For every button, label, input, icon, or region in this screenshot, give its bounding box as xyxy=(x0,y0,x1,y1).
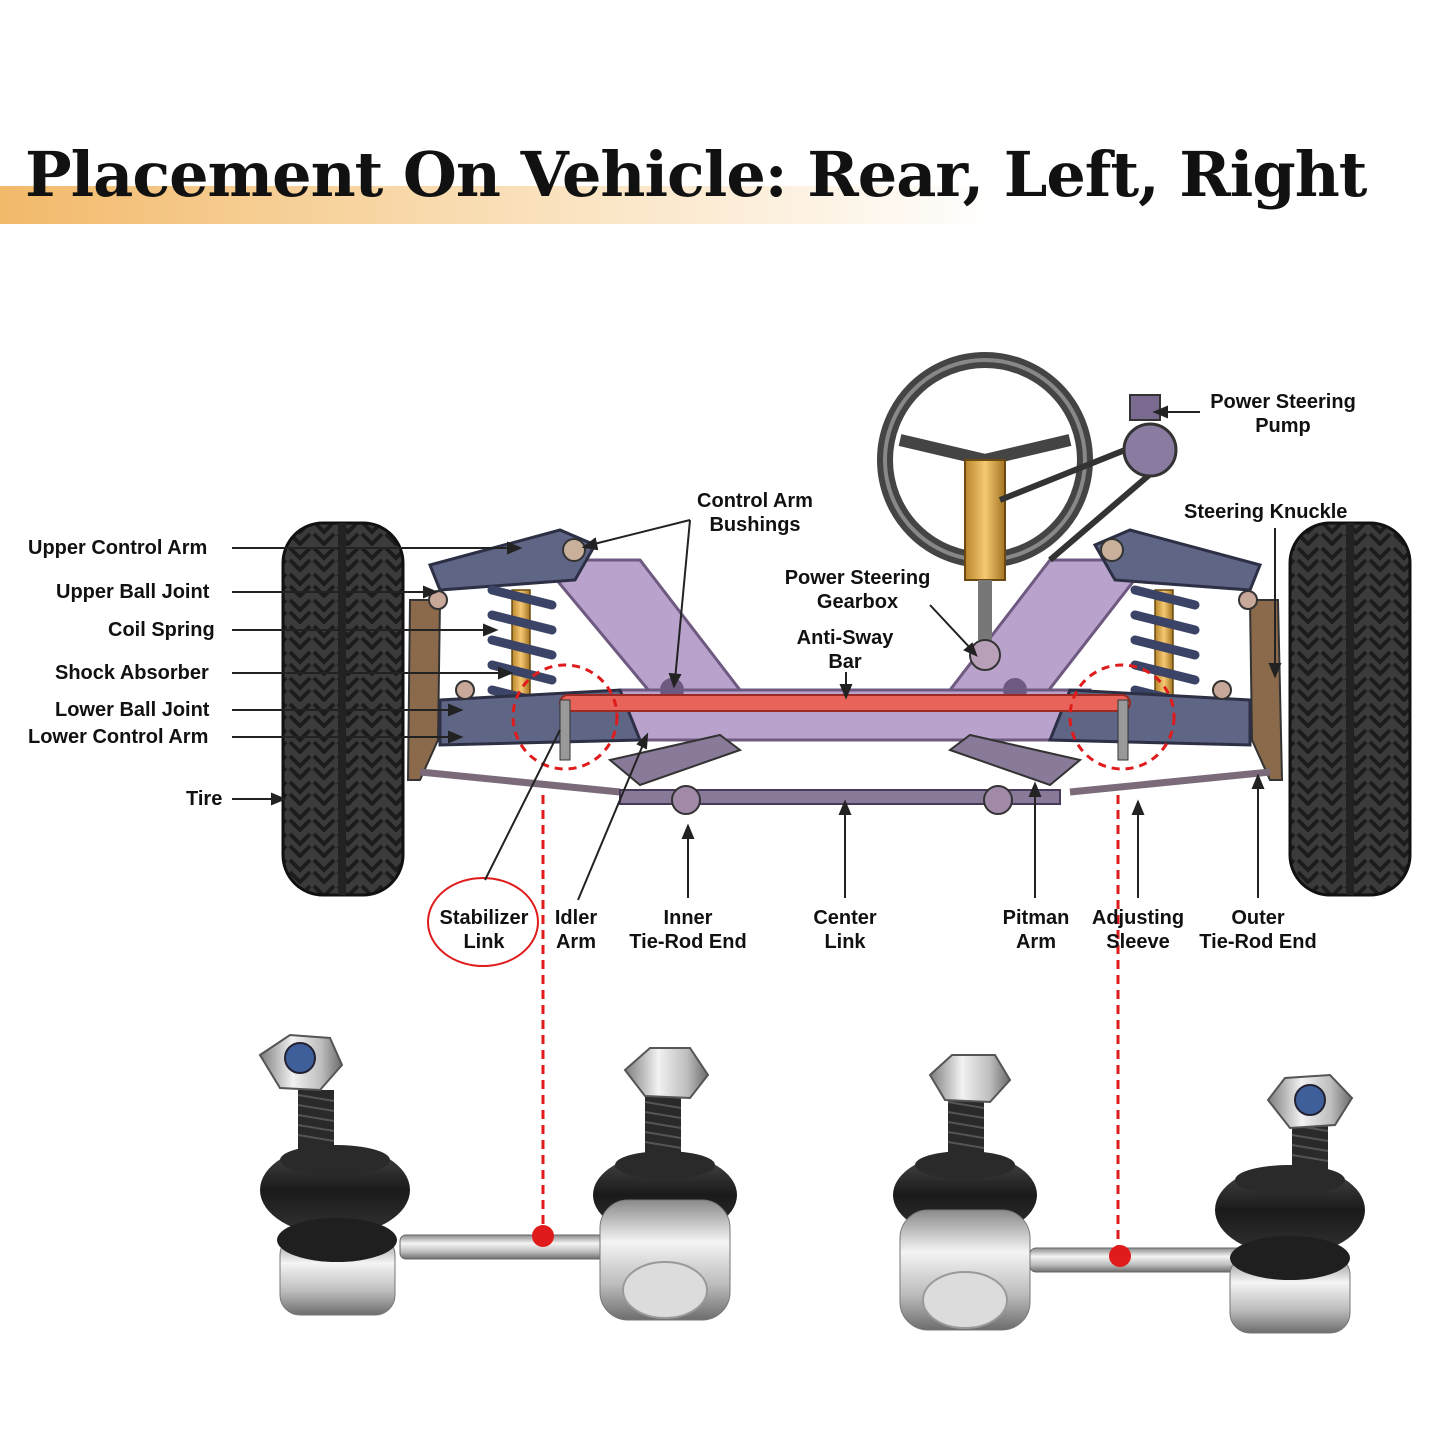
stabilizer-link-product-right xyxy=(893,1054,1365,1334)
label-steering-knuckle: Steering Knuckle xyxy=(1184,501,1348,523)
label-anti-sway-bar-line2: Bar xyxy=(828,651,862,673)
steering-linkage xyxy=(419,733,1271,815)
label-center-link-line2: Link xyxy=(824,931,866,953)
label-lower-control-arm: Lower Control Arm xyxy=(28,726,209,748)
stabilizer-link-post-right xyxy=(1117,699,1129,761)
stabilizer-link-product-left xyxy=(258,1033,737,1321)
label-lower-ball-joint: Lower Ball Joint xyxy=(55,699,210,721)
label-center-link-line1: Center xyxy=(813,907,877,929)
label-coil-spring: Coil Spring xyxy=(108,619,215,641)
label-pitman-arm-line2: Arm xyxy=(1015,931,1056,953)
label-power-steering-gearbox-line2: Gearbox xyxy=(816,591,899,613)
stabilizer-link-post-left xyxy=(559,699,571,761)
upper-control-arm-left xyxy=(427,528,598,592)
control-arm-bushing-right xyxy=(1100,538,1124,562)
lower-ball-joint-right xyxy=(1212,680,1232,700)
tire-right xyxy=(1288,521,1412,897)
label-power-steering-pump-line1: Power Steering xyxy=(1210,391,1356,413)
label-anti-sway-bar-line1: Anti-Sway xyxy=(796,627,894,649)
stabilizer-link-label-circle xyxy=(427,877,539,967)
highlight-circle-right xyxy=(1068,663,1176,771)
power-steering-pump xyxy=(998,394,1178,563)
connector-dot-right xyxy=(1109,1245,1131,1267)
title-accent-band xyxy=(0,186,1000,224)
control-arm-bushing-left xyxy=(562,538,586,562)
label-outer-tie-rod-line1: Outer xyxy=(1231,907,1285,929)
label-stabilizer-link-line2: Link xyxy=(463,931,505,953)
coil-spring-left xyxy=(487,585,557,710)
label-tire: Tire xyxy=(186,788,223,810)
steering-knuckle-left xyxy=(406,599,442,781)
label-pitman-arm-line1: Pitman xyxy=(1002,907,1070,929)
label-control-arm-bushings-line2: Bushings xyxy=(709,514,801,536)
label-adjusting-sleeve-line2: Sleeve xyxy=(1106,931,1170,953)
label-outer-tie-rod-line2: Tie-Rod End xyxy=(1199,931,1317,953)
label-idler-arm-line1: Idler xyxy=(554,907,598,929)
upper-control-arm-right xyxy=(1092,528,1263,592)
highlight-circle-left xyxy=(511,663,619,771)
page-title: Placement On Vehicle: Rear, Left, Right xyxy=(25,138,1367,211)
upper-ball-joint-left xyxy=(428,590,448,610)
leader-lines xyxy=(232,405,1282,901)
coil-spring-right xyxy=(1130,585,1200,710)
label-inner-tie-rod-line1: Inner xyxy=(663,907,713,929)
label-upper-ball-joint: Upper Ball Joint xyxy=(56,581,210,603)
anti-sway-bar xyxy=(559,694,1131,712)
label-adjusting-sleeve-line1: Adjusting xyxy=(1091,907,1185,929)
label-power-steering-gearbox-line1: Power Steering xyxy=(784,567,931,589)
label-shock-absorber: Shock Absorber xyxy=(55,662,209,684)
steering-knuckle-right xyxy=(1248,599,1284,781)
steering-wheel xyxy=(877,352,1093,671)
connector-dot-left xyxy=(532,1225,554,1247)
label-stabilizer-link-line1: Stabilizer xyxy=(439,907,529,929)
label-idler-arm-line2: Arm xyxy=(555,931,596,953)
upper-ball-joint-right xyxy=(1238,590,1258,610)
label-power-steering-pump-line2: Pump xyxy=(1255,415,1311,437)
lower-ball-joint-left xyxy=(455,680,475,700)
label-upper-control-arm: Upper Control Arm xyxy=(28,537,208,559)
label-inner-tie-rod-line2: Tie-Rod End xyxy=(629,931,747,953)
label-control-arm-bushings-line1: Control Arm xyxy=(697,490,813,512)
